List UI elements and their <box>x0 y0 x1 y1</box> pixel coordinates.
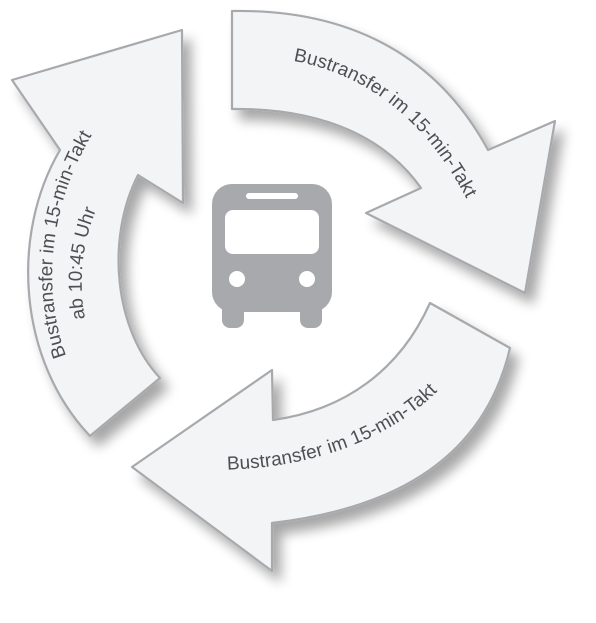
bus-headlight-left <box>229 271 245 287</box>
arrow-bottom: Bustransfer im 15-min-Takt <box>130 301 512 573</box>
arrow-left: Bustransfer im 15-min-Takt ab 10:45 Uhr <box>10 28 185 438</box>
bus-windshield <box>225 210 319 254</box>
arrow-bottom-shape <box>130 301 512 573</box>
bus-wheel-right <box>300 294 322 328</box>
bus-headlight-right <box>299 271 315 287</box>
bus-destination-sign <box>246 193 298 199</box>
bus-icon <box>212 184 332 328</box>
arrow-top-right-shape <box>230 9 557 295</box>
bus-wheel-left <box>222 294 244 328</box>
arrow-left-shape <box>10 28 185 438</box>
